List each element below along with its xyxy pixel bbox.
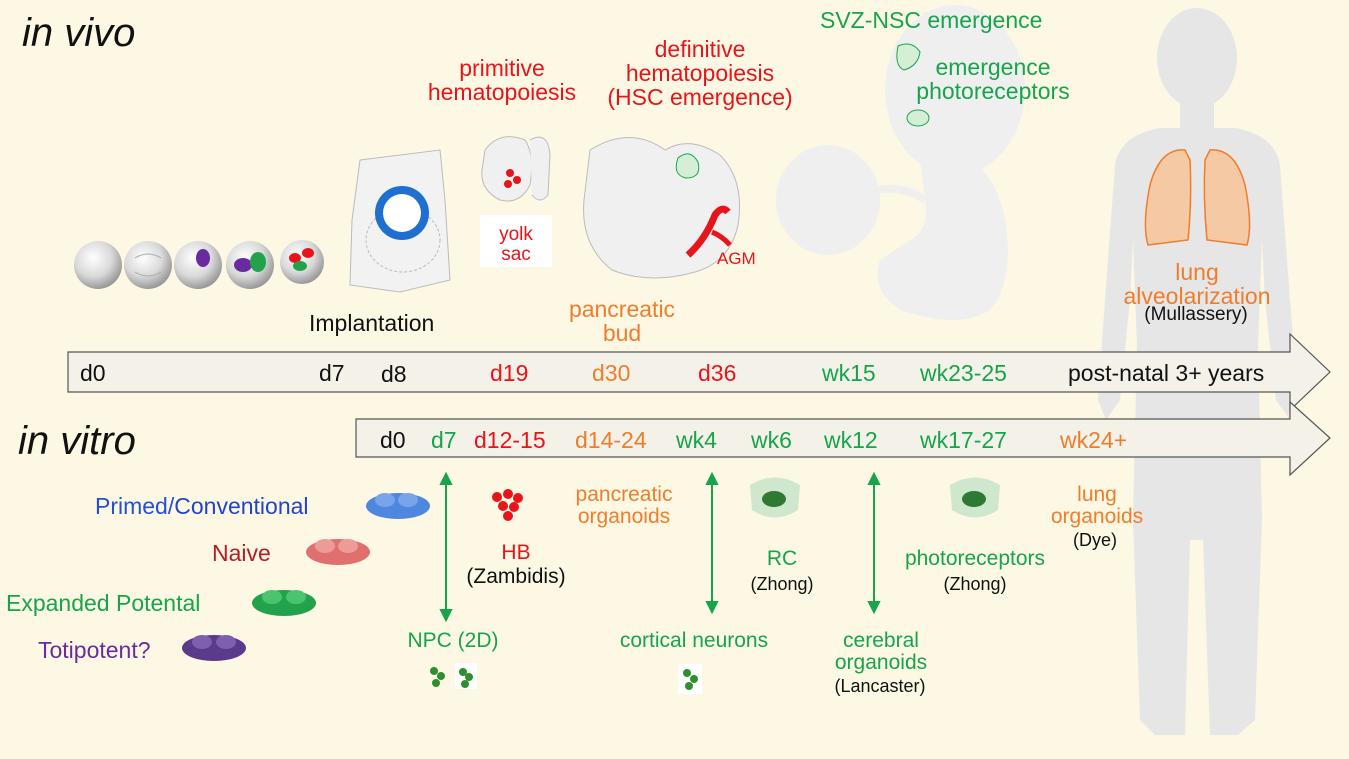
double-arrows	[439, 471, 881, 623]
definitive-hematopoiesis-label: definitive hematopoiesis (HSC emergence)	[607, 36, 793, 111]
lung-alveolarization-label: lung alveolarization	[1123, 259, 1271, 310]
photoreceptors-label: photoreceptors	[904, 547, 1046, 570]
vitro-tick-d14-24: d14-24	[575, 427, 647, 453]
hb-label: HB	[501, 541, 531, 564]
mullassery-ref: (Mullassery)	[1144, 304, 1248, 325]
expanded-cells-icon	[252, 590, 316, 616]
totipotent-label: Totipotent?	[38, 637, 151, 663]
vivo-tick-d30: d30	[592, 360, 631, 386]
vivo-tick-postnatal: post-natal 3+ years	[1068, 360, 1265, 386]
pancreatic-organoids-label: pancreatic organoids	[575, 483, 673, 529]
lancaster-ref: (Lancaster)	[834, 676, 926, 696]
implantation-label: Implantation	[309, 310, 435, 336]
emergence-photoreceptors-label: emergence photoreceptors	[916, 54, 1070, 105]
primitive-hematopoiesis-label: primitive hematopoiesis	[427, 55, 577, 106]
photoreceptors-zhong-ref: (Zhong)	[943, 574, 1007, 594]
cortical-cells-icon	[678, 664, 702, 694]
in-vitro-title: in vitro	[18, 419, 136, 463]
pancreatic-bud-label: pancreatic bud	[568, 296, 676, 347]
vivo-tick-d36: d36	[698, 360, 737, 386]
npc-cells-icon	[430, 663, 477, 689]
in-vivo-title: in vivo	[22, 11, 136, 55]
vitro-tick-wk12: wk12	[824, 427, 878, 453]
in-vitro-arrow	[355, 400, 1331, 477]
implantation-icon	[349, 149, 451, 293]
cerebral-organoids-label: cerebral organoids	[834, 629, 928, 675]
svz-nsc-label: SVZ-NSC emergence	[820, 7, 1043, 33]
yolk-sac-label: yolk sac	[499, 224, 533, 265]
vivo-tick-wk23-25: wk23-25	[920, 360, 1007, 386]
vitro-tick-wk4: wk4	[676, 427, 717, 453]
vivo-tick-d0: d0	[80, 360, 106, 386]
vitro-tick-d0: d0	[380, 427, 406, 453]
in-vivo-arrow	[67, 332, 1331, 412]
vitro-tick-wk24: wk24+	[1060, 427, 1128, 453]
zambidis-ref: (Zambidis)	[466, 565, 566, 588]
totipotent-cells-icon	[182, 635, 246, 661]
yolk-sac-icon	[480, 136, 552, 267]
agm-label: AGM	[717, 249, 756, 268]
expanded-potential-label: Expanded Potental	[6, 590, 201, 616]
naive-cells-icon	[306, 539, 370, 565]
npc-label: NPC (2D)	[407, 629, 499, 652]
dye-ref: (Dye)	[1073, 530, 1117, 550]
rc-zhong-ref: (Zhong)	[750, 574, 814, 594]
vitro-tick-wk17-27: wk17-27	[920, 427, 1007, 453]
lung-organoids-label: lung organoids	[1050, 483, 1144, 529]
vivo-tick-d8: d8	[381, 361, 407, 387]
rc-organoid-icon	[750, 477, 800, 518]
vitro-tick-d7: d7	[431, 427, 457, 453]
cortical-neurons-label: cortical neurons	[619, 629, 769, 652]
agm-embryo-icon	[583, 137, 741, 279]
primed-cells-icon	[366, 493, 430, 519]
naive-label: Naive	[212, 540, 271, 566]
lungs-icon	[1144, 149, 1251, 246]
vivo-tick-d7: d7	[319, 360, 345, 386]
primed-conventional-label: Primed/Conventional	[95, 493, 309, 519]
vivo-tick-d19: d19	[490, 360, 529, 386]
rc-label: RC	[766, 547, 798, 570]
vitro-tick-wk6: wk6	[751, 427, 792, 453]
photoreceptor-organoid-icon	[950, 477, 1000, 518]
fetus-icon	[776, 5, 1025, 320]
vivo-tick-wk15: wk15	[822, 360, 876, 386]
early-embryos-icon	[74, 240, 324, 289]
vitro-tick-d12-15: d12-15	[474, 427, 546, 453]
hb-cells-icon	[492, 489, 523, 521]
